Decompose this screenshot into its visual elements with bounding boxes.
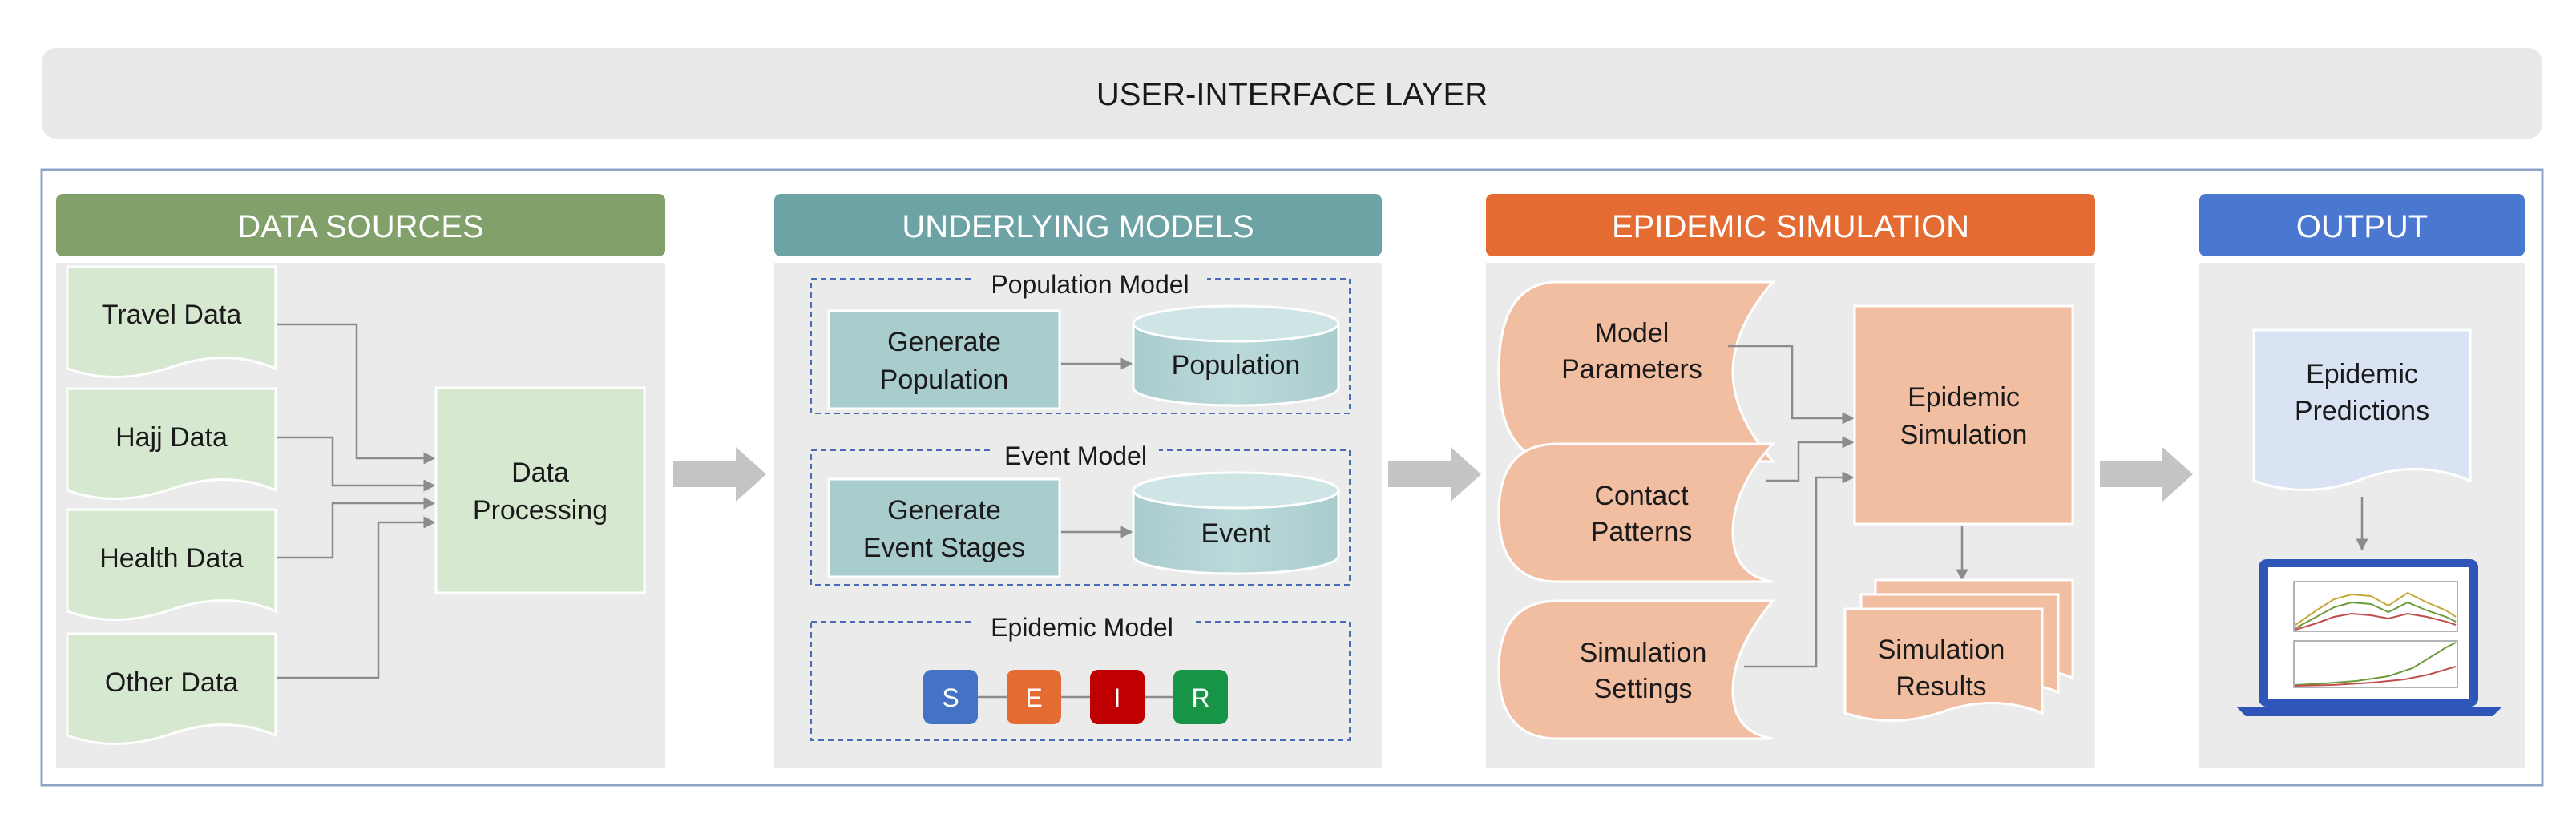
data-source-label: Health Data <box>99 543 244 574</box>
generate-event-stages-label: Generate <box>887 495 1001 526</box>
data-source-label: Hajj Data <box>115 422 228 453</box>
simulation-input-label: Model <box>1595 318 1670 349</box>
seir-state-label: S <box>942 683 959 712</box>
epidemic-model-label-bg <box>971 609 1193 643</box>
population-model-label-bg <box>973 266 1207 300</box>
ui-layer-title: USER-INTERFACE LAYER <box>1096 77 1488 112</box>
generate-population-box <box>827 309 1061 410</box>
models-header <box>774 194 1382 256</box>
simulation-title: EPIDEMIC SIMULATION <box>1612 209 1969 244</box>
data-processing-label: Processing <box>473 495 608 526</box>
epidemic-simulation-label: Simulation <box>1900 420 2028 450</box>
data-source-document <box>66 387 277 500</box>
seir-state-label: R <box>1191 683 1209 712</box>
event-store-label: Event <box>1201 518 1271 549</box>
ui-layer-bar <box>42 48 2542 139</box>
simulation-connectors <box>1728 345 1968 668</box>
data-source-document <box>66 632 277 745</box>
epidemic-simulation-box <box>1853 304 2074 526</box>
event-database-icon <box>1132 471 1340 575</box>
event-model-label-bg <box>992 437 1159 471</box>
epidemic-predictions-label: Predictions <box>2295 396 2429 426</box>
simulation-inputs: Model Parameters Contact Patterns Simula… <box>1497 280 1776 740</box>
data-source-label: Other Data <box>105 667 238 698</box>
data-processing-label: Data <box>511 457 569 488</box>
simulation-input-label: Settings <box>1594 674 1693 704</box>
data-source-document <box>66 265 277 378</box>
output-header <box>2199 194 2525 256</box>
simulation-input-label: Simulation <box>1580 638 1707 668</box>
generate-population-label: Generate <box>887 327 1001 357</box>
system-frame <box>40 168 2544 787</box>
epidemic-predictions-document <box>2252 328 2472 491</box>
flow-arrow <box>673 447 766 502</box>
seir-state-label: I <box>1114 683 1121 712</box>
seir-state-box <box>1007 670 1061 724</box>
data-source-document <box>66 508 277 621</box>
population-model-label: Population Model <box>991 270 1189 299</box>
data-source-list: Travel Data Hajj Data Health Data Other … <box>66 265 277 745</box>
simulation-results-label: Results <box>1896 671 1986 702</box>
stored-data-shape <box>1497 599 1776 740</box>
output-title: OUTPUT <box>2296 209 2428 244</box>
seir-state-box <box>1173 670 1228 724</box>
population-database-icon <box>1132 304 1340 407</box>
data-sources-title: DATA SOURCES <box>237 209 483 244</box>
flow-arrow <box>1388 447 1481 502</box>
simulation-header <box>1486 194 2095 256</box>
laptop-icon <box>2236 559 2502 716</box>
epidemic-predictions-label: Epidemic <box>2306 359 2418 389</box>
event-model-label: Event Model <box>1004 441 1147 470</box>
data-source-label: Travel Data <box>102 300 242 330</box>
models-title: UNDERLYING MODELS <box>902 209 1254 244</box>
data-source-connectors <box>277 323 436 679</box>
flow-arrow <box>2100 447 2193 502</box>
data-sources-header <box>56 194 665 256</box>
generate-event-stages-box <box>827 477 1061 578</box>
simulation-input-label: Parameters <box>1561 354 1702 385</box>
epidemic-simulation-label: Epidemic <box>1908 382 2020 413</box>
data-processing-box <box>434 386 646 594</box>
stored-data-shape <box>1497 442 1776 583</box>
simulation-results-documents <box>1843 578 2074 722</box>
seir-state-box <box>1090 670 1145 724</box>
generate-population-label: Population <box>880 365 1009 395</box>
population-store-label: Population <box>1172 350 1301 381</box>
seir-state-box <box>923 670 978 724</box>
simulation-input-label: Contact <box>1594 481 1689 511</box>
epidemic-model-label: Epidemic Model <box>991 613 1173 642</box>
simulation-results-label: Simulation <box>1878 635 2005 665</box>
generate-event-stages-label: Event Stages <box>863 533 1025 563</box>
simulation-input-label: Patterns <box>1591 517 1693 547</box>
seir-state-label: E <box>1025 683 1042 712</box>
